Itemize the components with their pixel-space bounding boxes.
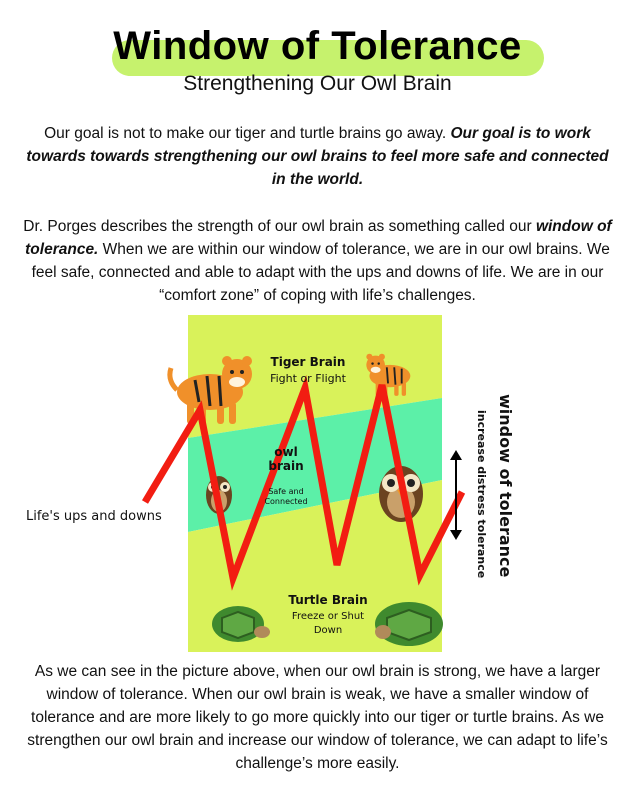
turtle-brain-subtitle-1: Freeze or Shut bbox=[291, 611, 365, 622]
owl-brain-subtitle-1: Safe and bbox=[268, 487, 304, 496]
owl-brain-label: owl brain Safe and Connected bbox=[258, 445, 314, 506]
tiger-icon bbox=[167, 356, 252, 424]
turtle-brain-title: Turtle Brain bbox=[288, 593, 368, 607]
turtle-icon bbox=[375, 602, 443, 646]
tiger-brain-title: Tiger Brain bbox=[270, 355, 346, 369]
window-sublabel: increase distress tolerance bbox=[475, 410, 488, 578]
intro-paragraph: Our goal is not to make our tiger and tu… bbox=[18, 122, 617, 191]
page-subtitle: Strengthening Our Owl Brain bbox=[183, 72, 452, 95]
description-paragraph: Dr. Porges describes the strength of our… bbox=[18, 215, 617, 307]
window-label: window of tolerance bbox=[496, 394, 515, 578]
life-ups-and-downs-line bbox=[141, 374, 466, 591]
ups-and-downs-label: Life's ups and downs bbox=[26, 509, 162, 524]
intro-text: Our goal is not to make our tiger and tu… bbox=[44, 125, 451, 142]
tiger-brain-label: Tiger Brain Fight or Flight bbox=[262, 355, 354, 385]
page-title: Window of Tolerance bbox=[113, 24, 522, 68]
owl-zone bbox=[188, 398, 442, 532]
owl-brain-title-2: brain bbox=[268, 459, 304, 473]
tiger-brain-subtitle: Fight or Flight bbox=[270, 372, 346, 385]
conclusion-paragraph: As we can see in the picture above, when… bbox=[27, 663, 608, 772]
turtle-icon bbox=[212, 606, 270, 642]
title-highlight bbox=[112, 40, 544, 76]
window-of-tolerance-diagram: window of tolerance increase distress to… bbox=[0, 310, 635, 655]
description-text-2: When we are within our window of toleran… bbox=[31, 241, 610, 304]
diagram-graphic: window of tolerance increase distress to… bbox=[141, 315, 515, 652]
description-text-1: Dr. Porges describes the strength of our… bbox=[23, 218, 536, 235]
title-block: Window of Tolerance bbox=[0, 10, 635, 76]
intro-emphasis: Our goal is to work towards towards stre… bbox=[26, 125, 609, 188]
description-emphasis: window of tolerance. bbox=[25, 218, 612, 258]
turtle-brain-subtitle-2: Down bbox=[313, 625, 343, 636]
window-arrow bbox=[450, 450, 462, 540]
turtle-brain-label: Turtle Brain Freeze or Shut Down bbox=[278, 593, 378, 636]
owl-brain-subtitle-2: Connected bbox=[264, 497, 308, 506]
owl-brain-title-1: owl bbox=[274, 445, 298, 459]
